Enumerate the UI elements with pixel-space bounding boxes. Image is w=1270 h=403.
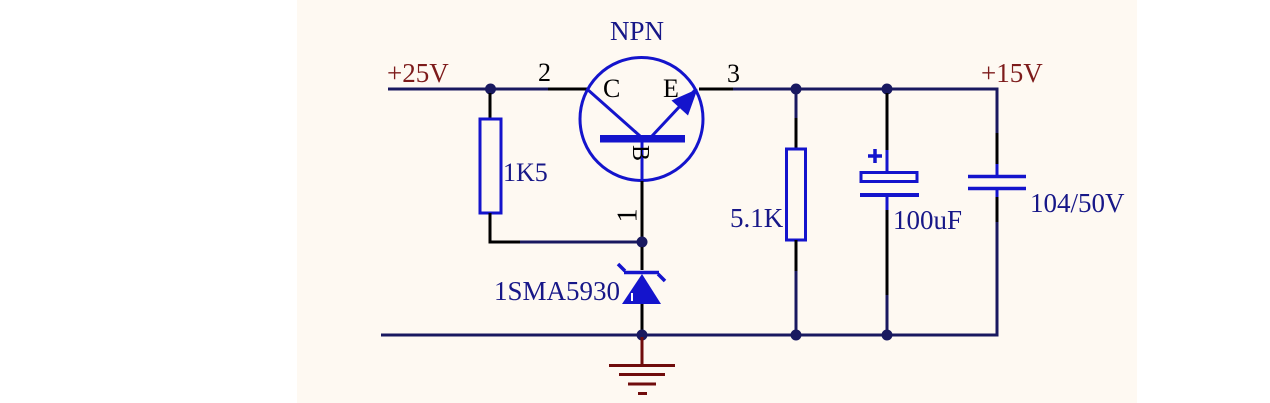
svg-text:100uF: 100uF [893,205,962,235]
svg-text:+25V: +25V [387,58,449,88]
svg-text:3: 3 [727,59,740,88]
svg-text:5.1K: 5.1K [730,203,784,233]
svg-text:1: 1 [613,209,644,223]
svg-text:1SMA5930: 1SMA5930 [494,276,620,306]
svg-text:E: E [663,74,679,103]
svg-text:+15V: +15V [981,58,1043,88]
svg-text:NPN: NPN [610,16,664,46]
svg-text:1K5: 1K5 [503,158,548,187]
svg-text:C: C [603,74,620,103]
svg-text:2: 2 [538,58,551,87]
svg-text:B: B [627,145,653,161]
svg-text:104/50V: 104/50V [1030,188,1125,218]
